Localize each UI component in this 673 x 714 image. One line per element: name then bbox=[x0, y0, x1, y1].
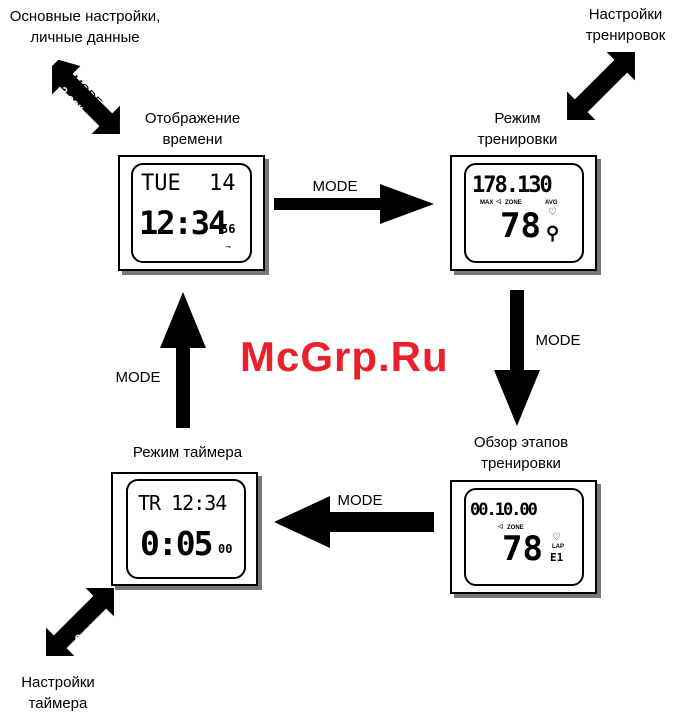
double-arrow-bottom-left bbox=[46, 588, 114, 656]
runner-icon: ⚲ bbox=[546, 223, 560, 243]
review-heart-icon: ♡ bbox=[552, 532, 561, 543]
review-mode-title-line1: Обзор этапов bbox=[473, 434, 569, 451]
training-watch-frame: 178.130 MAX ◁ ZONE AVG ♡ 78 ⚲ bbox=[450, 155, 597, 271]
heart-icon: ♡ bbox=[548, 207, 557, 218]
arrow-training-to-review bbox=[494, 290, 540, 426]
timer-settings-line2: таймера bbox=[28, 695, 88, 712]
time-lcd: TUE 14 12:34 56 ⊸ bbox=[131, 163, 252, 263]
basic-settings-label: Основные настройки, личные данные bbox=[0, 6, 170, 48]
training-zone-label: ZONE bbox=[505, 200, 522, 206]
review-lcd: 00.10.00 ◁ ZONE ♡ LAP 78 E1 bbox=[464, 488, 584, 586]
time-date: 14 bbox=[209, 171, 236, 196]
training-big-value: 78 bbox=[500, 206, 541, 246]
basic-settings-line1: Основные настройки, bbox=[9, 8, 161, 25]
review-lap-number: E1 bbox=[550, 551, 564, 564]
basic-settings-line2: личные данные bbox=[30, 29, 140, 46]
arrow-time-to-training bbox=[274, 184, 434, 224]
time-mode-title-line2: времени bbox=[162, 131, 223, 148]
arrow-timer-to-time bbox=[160, 292, 206, 428]
double-arrow-top-right bbox=[567, 52, 635, 120]
review-zone-label: ZONE bbox=[507, 525, 524, 531]
review-watch-frame: 00.10.00 ◁ ZONE ♡ LAP 78 E1 bbox=[450, 480, 597, 594]
double-arrow-top-left bbox=[52, 59, 120, 134]
review-top-value: 00.10.00 bbox=[470, 500, 538, 520]
arrow-review-to-timer bbox=[274, 496, 434, 548]
mode-label-down: MODE bbox=[535, 332, 581, 349]
review-big-value: 78 bbox=[502, 529, 543, 569]
time-mode-title: Отображение времени bbox=[130, 108, 255, 150]
timer-hundredths: 00 bbox=[218, 542, 233, 556]
time-clock: 12:34 bbox=[139, 204, 227, 242]
timer-mode-title-text: Режим таймера bbox=[132, 444, 243, 461]
review-lap-label: LAP bbox=[552, 544, 564, 550]
key-icon: ⊸ bbox=[225, 244, 231, 251]
training-mode-title-line2: тренировки bbox=[477, 131, 558, 148]
training-mode-title: Режим тренировки bbox=[460, 108, 575, 150]
time-mode-title-line1: Отображение bbox=[144, 110, 241, 127]
timer-main-value: 0:05 bbox=[140, 524, 213, 563]
time-seconds: 56 bbox=[221, 222, 236, 236]
timer-mode-title: Режим таймера bbox=[115, 442, 260, 463]
training-avg-label: AVG bbox=[545, 200, 558, 206]
timer-watch-frame: TR 12:34 0:05 00 bbox=[111, 472, 258, 586]
training-settings-label: Настройки тренировок bbox=[578, 4, 673, 46]
training-settings-line1: Настройки bbox=[588, 6, 663, 23]
mode-label-right: MODE bbox=[312, 178, 358, 195]
review-mode-title-line2: тренировки bbox=[481, 455, 561, 472]
training-max-label: MAX bbox=[480, 200, 494, 206]
training-top-value: 178.130 bbox=[472, 173, 553, 198]
training-settings-line2: тренировок bbox=[585, 27, 666, 44]
timer-lcd: TR 12:34 0:05 00 bbox=[126, 479, 246, 579]
training-zone-arrow-icon: ◁ bbox=[496, 199, 501, 205]
training-lcd: 178.130 MAX ◁ ZONE AVG ♡ 78 ⚲ bbox=[464, 163, 584, 263]
timer-settings-label: Настройки таймера bbox=[8, 672, 108, 714]
time-day: TUE bbox=[141, 171, 181, 196]
mode-label-up: MODE bbox=[115, 369, 161, 386]
time-watch-frame: TUE 14 12:34 56 ⊸ bbox=[118, 155, 265, 271]
timer-top-value: TR 12:34 bbox=[138, 491, 227, 515]
watermark: McGrp.Ru bbox=[240, 333, 449, 380]
review-mode-title: Обзор этапов тренировки bbox=[456, 432, 586, 474]
timer-settings-line1: Настройки bbox=[21, 674, 95, 691]
mode-label-left: MODE bbox=[337, 492, 383, 509]
training-mode-title-line1: Режим bbox=[494, 110, 541, 127]
review-zone-arrow-icon: ◁ bbox=[498, 524, 503, 530]
